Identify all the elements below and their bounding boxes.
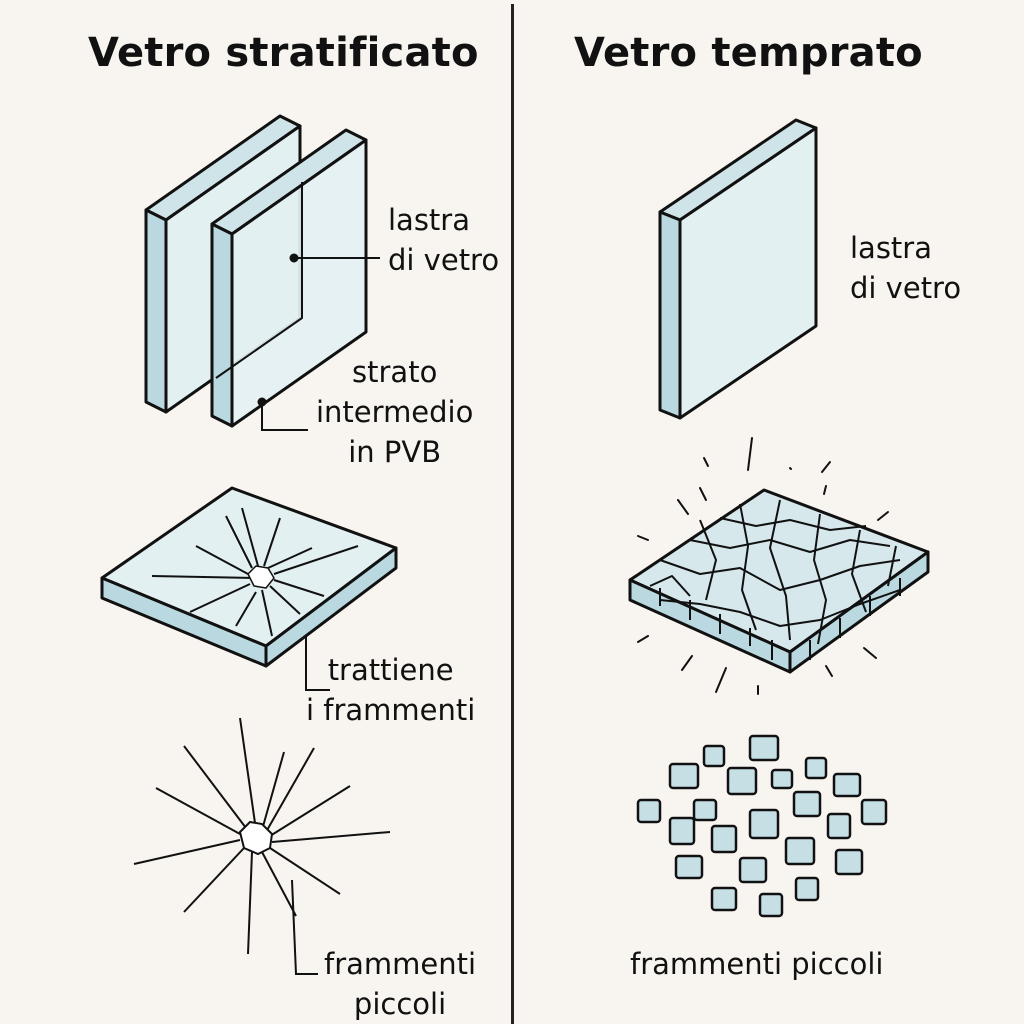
shattered-slab-icon — [628, 488, 930, 674]
panel-divider — [511, 4, 514, 1024]
burst-marks — [637, 437, 889, 695]
tempered-glass-panel: Vetro temprato — [514, 0, 1024, 1024]
laminated-illustrations — [100, 114, 398, 975]
tempered-glass-title: Vetro temprato — [574, 30, 923, 76]
front-glass-pane-icon — [210, 128, 368, 428]
radial-crack-icon — [133, 717, 391, 955]
laminated-glass-panel: Vetro stratificato — [88, 30, 500, 1021]
tempered-illustrations — [628, 118, 930, 918]
cube-fragments-icon — [636, 734, 888, 918]
pvb-interlayer-label: strato intermedio in PVB — [316, 355, 474, 469]
laminated-glass-title: Vetro stratificato — [88, 30, 479, 76]
cracked-slab-icon — [100, 486, 398, 668]
single-glass-pane-icon — [658, 118, 818, 420]
retains-fragments-label: trattiene i frammenti — [306, 653, 476, 727]
tempered-small-fragments-label: frammenti piccoli — [630, 947, 884, 981]
glass-sheet-label: lastra di vetro — [388, 203, 500, 277]
small-fragments-label: frammenti piccoli — [324, 947, 477, 1021]
tempered-glass-sheet-label: lastra di vetro — [850, 231, 962, 305]
